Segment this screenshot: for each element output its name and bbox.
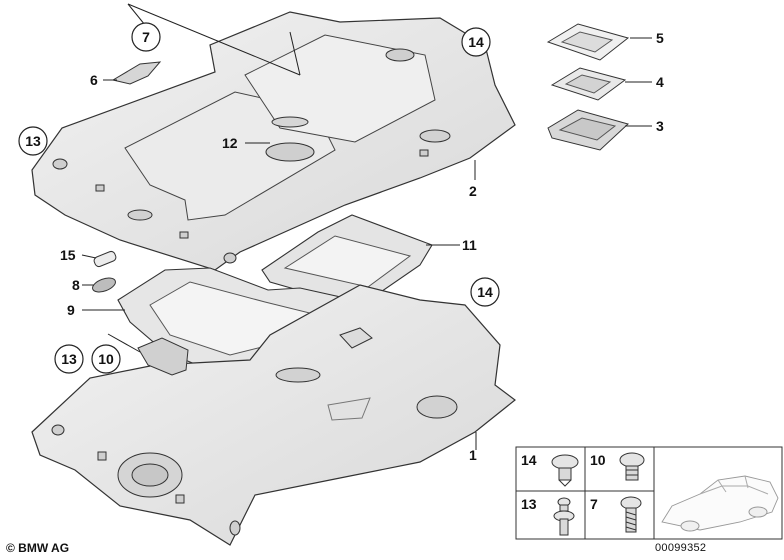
vehicle-silhouette: [653, 446, 783, 540]
circle-10: [91, 344, 121, 374]
legend-13: 13: [521, 496, 537, 512]
headliner-upper: [31, 11, 516, 271]
callout-2: 2: [469, 183, 477, 199]
callout-15: 15: [60, 247, 76, 263]
circled-14-mid-text: 14: [477, 284, 493, 300]
circled-10-text: 10: [98, 351, 114, 367]
callout-12: 12: [222, 135, 238, 151]
circle-14-mid: [470, 277, 500, 307]
circled-13-top-text: 13: [25, 133, 41, 149]
circle-7: [131, 22, 161, 52]
clip-14-icon: [551, 454, 579, 487]
callout-1: 1: [469, 447, 477, 463]
callout-9: 9: [67, 302, 75, 318]
legend-10: 10: [590, 452, 606, 468]
circled-labels: 7 14 13 14 13 10: [25, 29, 493, 367]
callout-6: 6: [90, 72, 98, 88]
callout-5: 5: [656, 30, 664, 46]
clip-15: [93, 250, 117, 268]
callout-11: 11: [462, 237, 477, 253]
callout-4: 4: [656, 74, 664, 90]
leader-lines: [81, 3, 652, 450]
circle-13-bottom: [54, 344, 84, 374]
headliner-lower: [31, 284, 516, 546]
lamp-cover-5: [546, 23, 630, 61]
cap-8: [92, 277, 116, 293]
circled-7-text: 7: [142, 29, 150, 45]
circled-14-top-text: 14: [468, 34, 484, 50]
callout-8: 8: [72, 277, 80, 293]
callout-numbers: 1 2 3 4 5 6 8 9 11 12 15: [60, 30, 664, 463]
screw-7-icon: [620, 496, 642, 533]
grab-handle-bracket: [137, 337, 189, 376]
circle-14-top: [461, 27, 491, 57]
cover-trim: [111, 61, 162, 85]
clip-10-icon: [619, 452, 645, 481]
circled-13-bottom-text: 13: [61, 351, 77, 367]
fastener-legend: 14 10 13 7: [515, 446, 655, 540]
legend-14: 14: [521, 452, 537, 468]
lamp-housing-3: [547, 109, 629, 151]
rivet-13-icon: [553, 497, 575, 536]
document-number: 00099352: [655, 542, 707, 554]
circle-13-top: [18, 126, 48, 156]
circled-references: [18, 22, 500, 374]
legend-7: 7: [590, 496, 598, 512]
callout-3: 3: [656, 118, 664, 134]
lamp-lens-4: [550, 67, 627, 101]
copyright-text: © BMW AG: [6, 541, 70, 555]
